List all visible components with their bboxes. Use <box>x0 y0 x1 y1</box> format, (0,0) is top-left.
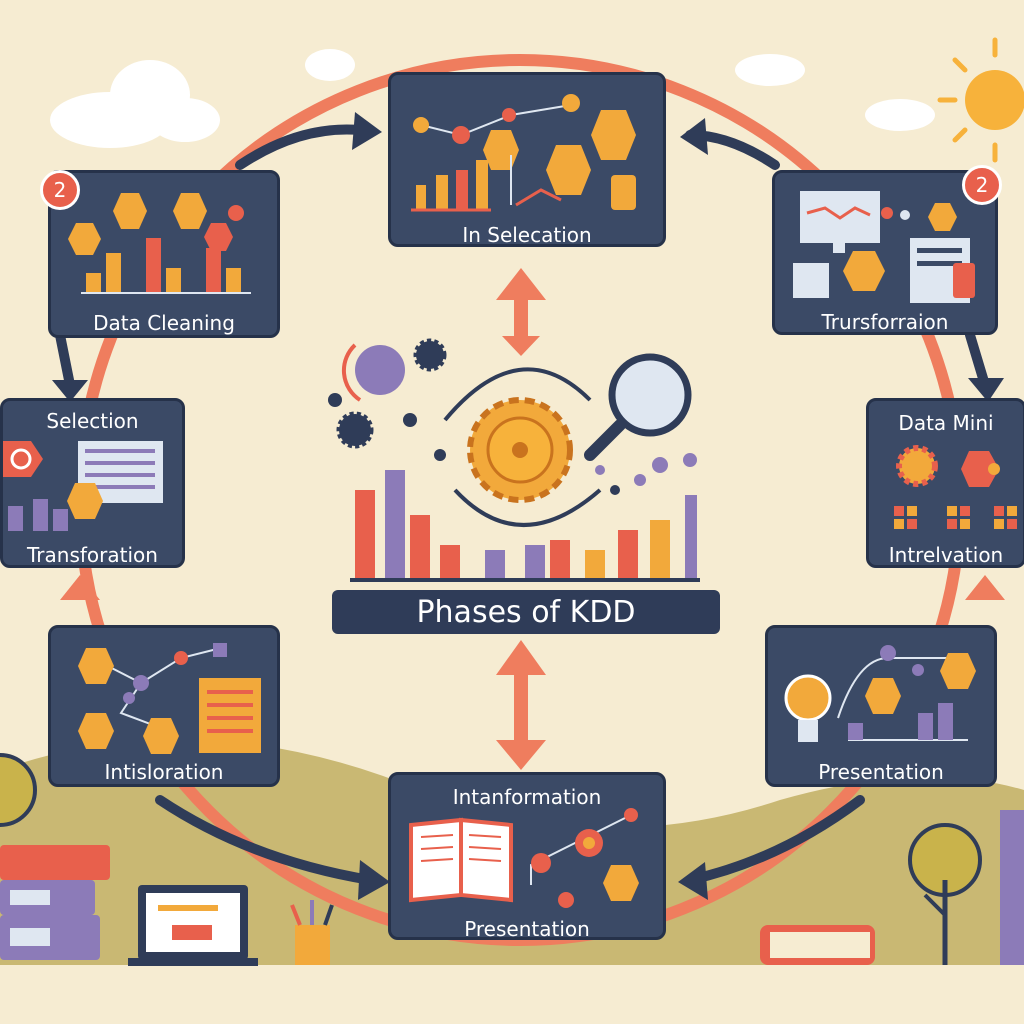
small-gears-icon <box>328 338 447 461</box>
open-book-icon <box>409 817 513 903</box>
card-label: Presentation <box>464 917 590 940</box>
book-icon <box>760 810 1024 965</box>
card-label: Data Mini <box>898 411 994 435</box>
card-intanformation: Intanformation Presentation <box>388 772 666 940</box>
card-intisloration: Intisloration <box>48 625 280 787</box>
arrow-head-icon <box>52 112 1004 900</box>
step-badge: 2 <box>40 170 80 210</box>
card-label: Presentation <box>818 760 944 784</box>
card-illustration <box>793 191 975 303</box>
books-icon <box>0 845 110 960</box>
ring-arrow-icon <box>60 575 1005 600</box>
card-label: Intisloration <box>104 760 224 784</box>
pencil-cup-icon <box>290 900 334 965</box>
card-illustration <box>411 94 636 212</box>
step-badge: 2 <box>962 165 1002 205</box>
card-illustration <box>894 445 1017 529</box>
card-label: Transforation <box>27 543 158 567</box>
card-illustration <box>78 643 261 754</box>
cloud-icon <box>50 49 935 148</box>
center-chart <box>350 470 700 582</box>
card-label: Intanformation <box>452 785 602 809</box>
laptop-icon <box>128 885 258 966</box>
card-illustration <box>3 441 163 531</box>
card-label: Data Cleaning <box>93 311 235 335</box>
gear-icon <box>467 397 573 503</box>
card-label: Trursforraion <box>821 310 949 334</box>
lightbulb-icon <box>784 674 832 742</box>
card-presentation-right: Presentation <box>765 625 997 787</box>
card-illustration <box>68 193 251 294</box>
tree-icon <box>908 823 982 965</box>
scatter-dots <box>595 453 697 495</box>
card-illustration <box>784 645 976 742</box>
card-trursforraion: Trursforraion <box>772 170 998 335</box>
card-label: Intrelvation <box>888 543 1004 567</box>
card-selection-transforation: Selection Transforation <box>0 398 185 568</box>
card-data-mining: Data Mini Intrelvation <box>866 398 1024 568</box>
card-in-selecation: In Selecation <box>388 72 666 247</box>
magnifier-icon <box>584 353 692 461</box>
tree-icon <box>0 753 37 827</box>
double-arrow-icon <box>496 268 546 770</box>
card-label: Selection <box>46 409 139 433</box>
card-illustration <box>409 808 639 908</box>
card-label: In Selecation <box>462 223 592 247</box>
diagram-title: Phases of KDD <box>332 590 720 634</box>
card-data-cleaning: Data Cleaning <box>48 170 280 338</box>
sun-icon <box>937 37 1024 163</box>
